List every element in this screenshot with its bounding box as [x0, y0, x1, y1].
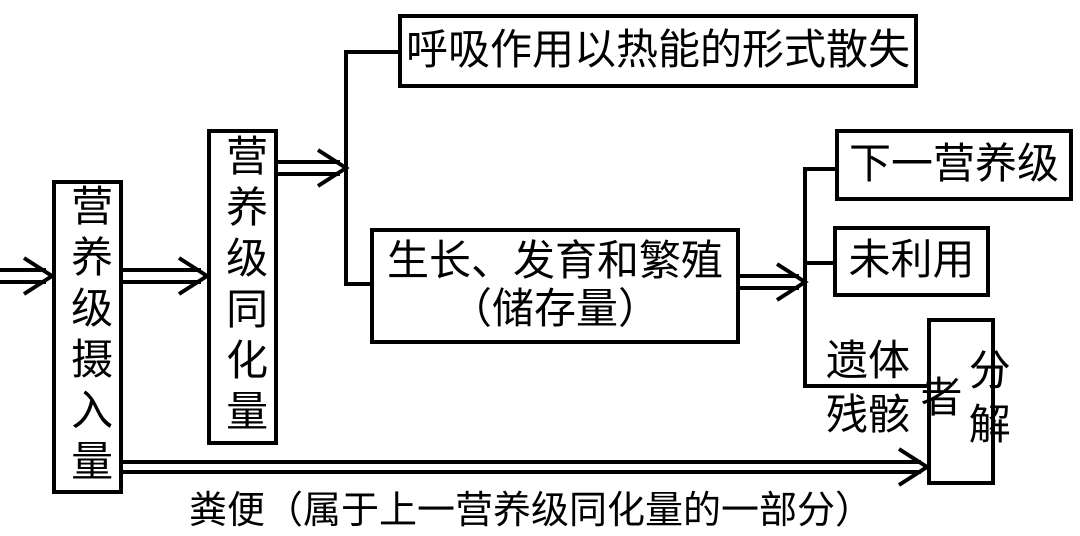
intake-to-assimilation-arrow [123, 256, 211, 296]
assimilation-label: 营养级同化量 [219, 134, 266, 440]
assimilation-to-branch-arrow [277, 148, 350, 188]
growth-label-line1: 生长、发育和繁殖 [386, 238, 723, 285]
feces-caption: 粪便（属于上一营养级同化量的一部分） [188, 490, 873, 532]
assimilation-box: 营养级同化量 [207, 129, 278, 445]
unused-box: 未利用 [833, 226, 990, 297]
next-trophic-label: 下一营养级 [848, 141, 1059, 188]
decomposer-box: 分解者 [914, 318, 1008, 485]
next-trophic-box: 下一营养级 [835, 129, 1073, 201]
respiration-label: 呼吸作用以热能的形式散失 [405, 27, 910, 74]
respiration-growth-branch [344, 50, 400, 286]
right-branch [803, 167, 929, 388]
remains-label: 遗体 残骸 [822, 340, 914, 438]
entry-arrow [0, 256, 56, 296]
growth-to-branch-arrow [740, 262, 809, 302]
intake-box: 营养级摄入量 [52, 180, 123, 494]
growth-label-line2: （储存量） [449, 287, 660, 333]
remains-label-line2: 残骸 [825, 393, 910, 439]
growth-box: 生长、发育和繁殖 （储存量） [370, 228, 740, 344]
decomposer-label: 分解者 [914, 347, 1009, 456]
remains-label-line1: 遗体 [825, 339, 910, 385]
respiration-box: 呼吸作用以热能的形式散失 [398, 14, 918, 88]
intake-label: 营养级摄入量 [64, 184, 111, 490]
unused-label: 未利用 [848, 238, 975, 285]
